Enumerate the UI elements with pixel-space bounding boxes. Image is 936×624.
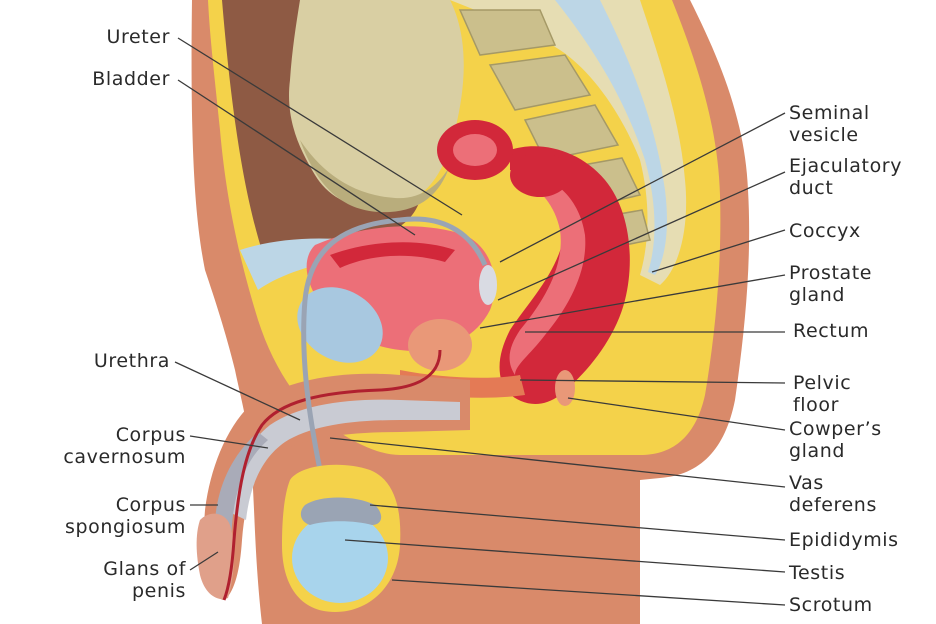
leader-ejaculatory-duct bbox=[497, 171, 786, 301]
label-testis: Testis bbox=[789, 562, 846, 584]
epididymis-organ bbox=[300, 497, 382, 525]
label-cowpers-gland: Cowper’s gland bbox=[789, 418, 882, 462]
leader-epididymis bbox=[369, 504, 786, 541]
label-coccyx: Coccyx bbox=[789, 220, 861, 242]
label-seminal-vesicle: Seminal vesicle bbox=[789, 102, 870, 146]
prostate-organ bbox=[408, 319, 472, 371]
colon-loop-2 bbox=[510, 153, 570, 197]
leader-vas-deferens bbox=[329, 437, 786, 488]
bladder-wall bbox=[330, 242, 455, 268]
pubic-bone bbox=[297, 287, 383, 363]
corpus-cavernosum-tissue bbox=[225, 399, 460, 520]
leader-cowpers bbox=[567, 397, 786, 431]
leader-testis bbox=[344, 539, 786, 573]
label-bladder: Bladder bbox=[92, 68, 170, 90]
label-scrotum: Scrotum bbox=[789, 594, 873, 616]
leader-coccyx bbox=[651, 229, 786, 273]
cowpers-gland-organ bbox=[555, 370, 575, 406]
label-prostate-gland: Prostate gland bbox=[789, 262, 873, 306]
leader-corpus-cavernosum bbox=[189, 435, 269, 449]
testis-organ bbox=[292, 513, 388, 603]
label-epididymis: Epididymis bbox=[789, 529, 899, 551]
leader-ureter bbox=[177, 37, 463, 216]
label-vas-deferens: Vas deferens bbox=[789, 472, 877, 516]
label-pelvic-floor: Pelvic floor bbox=[793, 372, 852, 416]
leader-scrotum bbox=[391, 579, 786, 606]
seminal-vesicle-organ bbox=[479, 265, 497, 305]
label-glans-of-penis: Glans of penis bbox=[103, 558, 186, 602]
colon-loop-1-lumen bbox=[453, 134, 497, 166]
leader-urethra bbox=[174, 361, 301, 421]
leader-prostate bbox=[479, 274, 786, 329]
label-ureter: Ureter bbox=[106, 26, 170, 48]
label-corpus-spongiosum: Corpus spongiosum bbox=[64, 494, 186, 538]
label-urethra: Urethra bbox=[93, 350, 170, 372]
leader-glans bbox=[189, 551, 219, 571]
leader-seminal-vesicle bbox=[499, 112, 786, 263]
intestine-mass bbox=[289, 0, 464, 209]
label-ejaculatory-duct: Ejaculatory duct bbox=[789, 155, 903, 199]
label-corpus-cavernosum: Corpus cavernosum bbox=[63, 424, 186, 468]
urethra-tube bbox=[222, 349, 442, 601]
spinal-canal bbox=[555, 0, 667, 275]
leader-pelvic-floor bbox=[519, 379, 786, 384]
leader-lines bbox=[174, 37, 786, 606]
glans-tissue bbox=[196, 513, 234, 600]
intestine-shadow bbox=[300, 140, 450, 213]
label-rectum: Rectum bbox=[793, 320, 870, 342]
leader-bladder bbox=[177, 79, 416, 236]
rectum-lumen bbox=[509, 175, 586, 375]
